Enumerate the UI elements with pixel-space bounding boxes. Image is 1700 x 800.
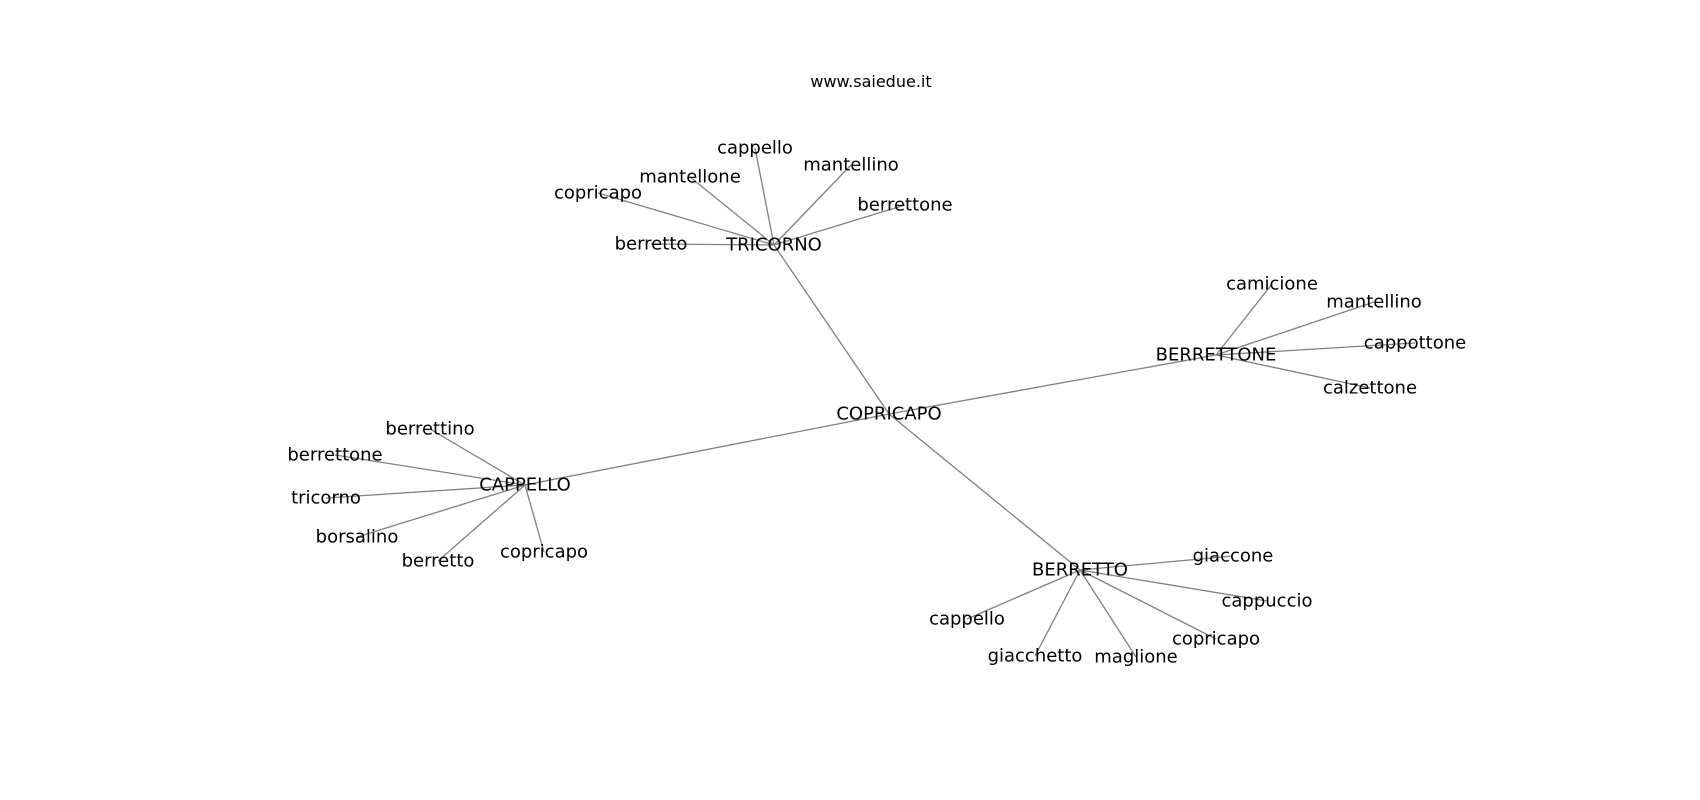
labels-layer: COPRICAPOTRICORNOberrettocopricapomantel… bbox=[287, 138, 1466, 668]
hub-node-tricorno: TRICORNO bbox=[725, 235, 822, 256]
leaf-node-tricorno-mantellone: mantellone bbox=[639, 167, 741, 188]
edge-berrettone-mantellino bbox=[1215, 301, 1375, 356]
leaf-node-berrettone-cappottone: cappottone bbox=[1364, 333, 1466, 354]
leaf-node-cappello-berrettone: berrettone bbox=[287, 445, 382, 466]
edges-layer bbox=[325, 147, 1416, 658]
edge-root-berrettone bbox=[888, 354, 1217, 415]
edge-berretto-giaccone bbox=[1079, 555, 1234, 571]
leaf-node-berretto-copricapo: copricapo bbox=[1172, 629, 1260, 650]
edge-berretto-maglione bbox=[1079, 569, 1137, 658]
leaf-node-berretto-giaccone: giaccone bbox=[1193, 546, 1274, 567]
leaf-node-berretto-cappuccio: cappuccio bbox=[1222, 591, 1313, 612]
edge-berrettone-calzettone bbox=[1215, 354, 1371, 389]
edge-cappello-borsalino bbox=[356, 484, 526, 538]
edge-cappello-tricorno bbox=[325, 484, 526, 499]
edge-root-tricorno bbox=[773, 244, 890, 415]
edge-cappello-copricapo bbox=[524, 484, 545, 553]
leaf-node-cappello-berretto: berretto bbox=[402, 551, 475, 572]
edge-cappello-berrettino bbox=[429, 428, 526, 486]
edge-berretto-cappuccio bbox=[1079, 569, 1268, 602]
edge-tricorno-berretto bbox=[650, 243, 775, 246]
leaf-node-tricorno-berretto: berretto bbox=[615, 234, 688, 255]
edge-berretto-giacchetto bbox=[1034, 569, 1081, 657]
leaf-node-berrettone-mantellino: mantellino bbox=[1326, 292, 1422, 313]
edge-tricorno-copricapo bbox=[597, 192, 775, 246]
leaf-node-berretto-maglione: maglione bbox=[1094, 647, 1178, 668]
edge-tricorno-mantellino bbox=[773, 164, 852, 246]
leaf-node-berretto-cappello: cappello bbox=[929, 609, 1005, 630]
edge-root-berretto bbox=[888, 413, 1081, 571]
leaf-node-cappello-copricapo: copricapo bbox=[500, 542, 588, 563]
edge-berretto-cappello bbox=[966, 569, 1081, 620]
root-node-label: COPRICAPO bbox=[836, 404, 941, 425]
edge-root-cappello bbox=[524, 413, 890, 486]
edge-berrettone-cappottone bbox=[1215, 342, 1416, 356]
leaf-node-tricorno-mantellino: mantellino bbox=[803, 155, 899, 176]
edge-cappello-berrettone bbox=[334, 454, 526, 486]
hub-node-berretto: BERRETTO bbox=[1032, 560, 1128, 581]
edge-berretto-copricapo bbox=[1079, 569, 1217, 640]
leaf-node-berrettone-camicione: camicione bbox=[1226, 274, 1318, 295]
edge-tricorno-cappello bbox=[754, 147, 775, 246]
site-watermark: www.saiedue.it bbox=[810, 72, 931, 91]
leaf-node-berretto-giacchetto: giacchetto bbox=[988, 646, 1083, 667]
edge-tricorno-berrettone bbox=[773, 204, 906, 246]
leaf-node-cappello-borsalino: borsalino bbox=[316, 527, 399, 548]
edge-cappello-berretto bbox=[437, 484, 526, 562]
leaf-node-cappello-berrettino: berrettino bbox=[385, 419, 474, 440]
leaf-node-cappello-tricorno: tricorno bbox=[291, 488, 361, 509]
hub-node-berrettone: BERRETTONE bbox=[1156, 345, 1277, 366]
hub-node-cappello: CAPPELLO bbox=[479, 475, 571, 496]
edge-berrettone-camicione bbox=[1215, 283, 1273, 356]
leaf-node-tricorno-berrettone: berrettone bbox=[857, 195, 952, 216]
leaf-node-berrettone-calzettone: calzettone bbox=[1323, 378, 1417, 399]
edge-tricorno-mantellone bbox=[689, 176, 775, 246]
leaf-node-tricorno-cappello: cappello bbox=[717, 138, 793, 159]
leaf-node-tricorno-copricapo: copricapo bbox=[554, 183, 642, 204]
